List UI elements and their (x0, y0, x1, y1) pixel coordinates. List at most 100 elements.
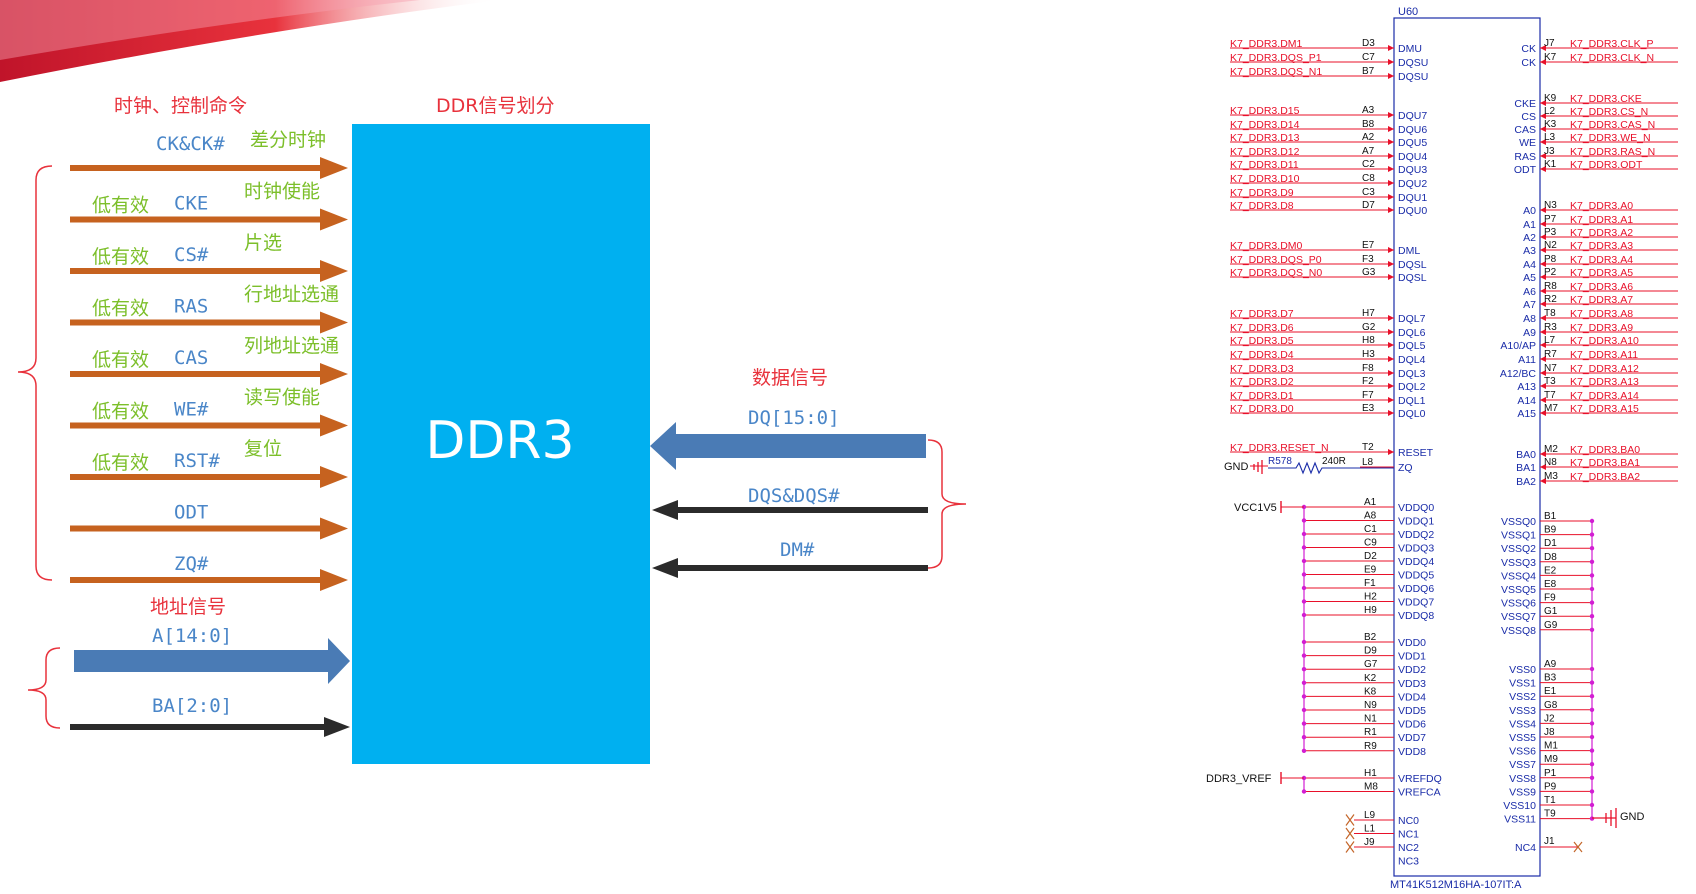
pin-number: A7 (1362, 146, 1375, 157)
pin-name: A5 (1523, 272, 1536, 284)
gnd-symbol-vss (1592, 808, 1617, 828)
pin-arrow (1540, 356, 1546, 362)
pin-number: R2 (1544, 294, 1557, 305)
signal-active-low-label: 低有效 (92, 246, 149, 268)
net-label: K7_DDR3.A2 (1570, 227, 1633, 239)
signal-active-low-label: 低有效 (92, 195, 149, 217)
pin-name: DML (1398, 245, 1420, 257)
pin-number: D7 (1362, 200, 1375, 211)
vref-net-label: DDR3_VREF (1206, 773, 1272, 785)
chip-body (1393, 17, 1541, 877)
net-label: K7_DDR3.A3 (1570, 240, 1633, 252)
pin-name: VSS9 (1509, 786, 1536, 798)
pin-number: P3 (1544, 227, 1557, 238)
net-label: K7_DDR3.A13 (1570, 376, 1639, 388)
net-label: K7_DDR3.D1 (1230, 390, 1294, 402)
pin-number: R1 (1364, 727, 1377, 738)
address-brace (27, 647, 61, 729)
pin-name: A15 (1517, 408, 1536, 420)
address-signal-a-label: A[14:0] (152, 625, 232, 647)
pin-number: H1 (1364, 768, 1377, 779)
pin-number: A1 (1364, 497, 1377, 508)
net-label: K7_DDR3.D4 (1230, 349, 1294, 361)
signal-active-low-label: 低有效 (92, 349, 149, 371)
pin-arrow (1540, 113, 1546, 119)
chip-refdes: U60 (1398, 6, 1418, 18)
net-label: K7_DDR3.CAS_N (1570, 119, 1655, 131)
pin-number: G1 (1544, 606, 1558, 617)
pin-name: A3 (1523, 245, 1536, 257)
net-label: K7_DDR3.D10 (1230, 173, 1300, 185)
data-brace (927, 439, 967, 569)
pin-name: DQL1 (1398, 395, 1426, 407)
pin-arrow (1540, 139, 1546, 145)
net-label: K7_DDR3.D11 (1230, 159, 1299, 171)
net-label: K7_DDR3.D5 (1230, 335, 1294, 347)
pin-name: DQU3 (1398, 164, 1427, 176)
section-title-address: 地址信号 (150, 596, 226, 618)
control-arrow-head (320, 260, 348, 282)
pin-name: NC1 (1398, 829, 1419, 841)
pin-number: E1 (1544, 686, 1557, 697)
pin-name: DQL2 (1398, 381, 1426, 393)
signal-description: 复位 (244, 438, 282, 460)
net-label: K7_DDR3.BA1 (1570, 457, 1640, 469)
pin-number: F9 (1544, 593, 1556, 604)
pin-name: VDDQ3 (1398, 543, 1434, 555)
pin-name: RESET (1398, 447, 1434, 459)
pin-name: VSS5 (1509, 732, 1536, 744)
pin-name: A6 (1523, 286, 1536, 298)
pin-name: VDD7 (1398, 732, 1426, 744)
signal-name: ZQ# (174, 553, 209, 575)
resistor-refdes: R578 (1268, 456, 1292, 467)
pin-name: VDD5 (1398, 705, 1426, 717)
pin-number: P2 (1544, 267, 1557, 278)
net-label: K7_DDR3.A9 (1570, 322, 1633, 334)
pin-name: VDDQ4 (1398, 556, 1434, 568)
pin-number: D3 (1362, 38, 1375, 49)
signal-description: 时钟使能 (244, 181, 320, 203)
pin-number: B3 (1544, 673, 1557, 684)
pin-name: A10/AP (1500, 340, 1536, 352)
pin-name: VSS2 (1509, 691, 1536, 703)
pin-arrow (1540, 166, 1546, 172)
pin-name: VSSQ8 (1501, 625, 1536, 637)
pin-arrow (1540, 100, 1546, 106)
pin-number: B7 (1362, 66, 1375, 77)
net-label: K7_DDR3.A14 (1570, 390, 1639, 402)
pin-number: B1 (1544, 511, 1557, 522)
signal-name: RST# (174, 450, 220, 472)
pin-name: VDDQ1 (1398, 516, 1434, 528)
pin-name: NC0 (1398, 815, 1419, 827)
ddr3-block (352, 124, 650, 764)
pin-number: D1 (1544, 538, 1557, 549)
control-arrow-head (320, 157, 348, 179)
pin-name: VSS3 (1509, 705, 1536, 717)
pin-number: L9 (1364, 810, 1376, 821)
pin-number: E9 (1364, 565, 1377, 576)
pin-number: C7 (1362, 52, 1375, 63)
pin-name: VSS6 (1509, 746, 1536, 758)
signal-active-low-label: 低有效 (92, 452, 149, 474)
pin-number: G7 (1364, 659, 1378, 670)
pin-number: F3 (1362, 254, 1374, 265)
pin-number: G3 (1362, 267, 1376, 278)
pin-number: N3 (1544, 200, 1557, 211)
pin-name: DMU (1398, 43, 1422, 55)
pin-name: VSSQ5 (1501, 584, 1536, 596)
pin-number: D9 (1364, 646, 1377, 657)
ddr-signal-diagram: DDR3 时钟、控制命令 DDR信号划分 地址信号 数据信号 CK&CK#差分时… (17, 95, 967, 764)
signal-active-low-label: 低有效 (92, 298, 149, 320)
pin-number: T7 (1544, 390, 1556, 401)
net-label: K7_DDR3.D12 (1230, 146, 1300, 158)
pin-name: DQU0 (1398, 205, 1427, 217)
pin-name: CK (1521, 57, 1536, 69)
pin-arrow (1540, 478, 1546, 484)
signal-name: CAS (174, 347, 208, 369)
pin-name: VDD0 (1398, 637, 1426, 649)
pin-name: A13 (1517, 381, 1536, 393)
pin-name: VSS0 (1509, 664, 1536, 676)
pin-number: C3 (1362, 187, 1375, 198)
pin-name: A8 (1523, 313, 1536, 325)
